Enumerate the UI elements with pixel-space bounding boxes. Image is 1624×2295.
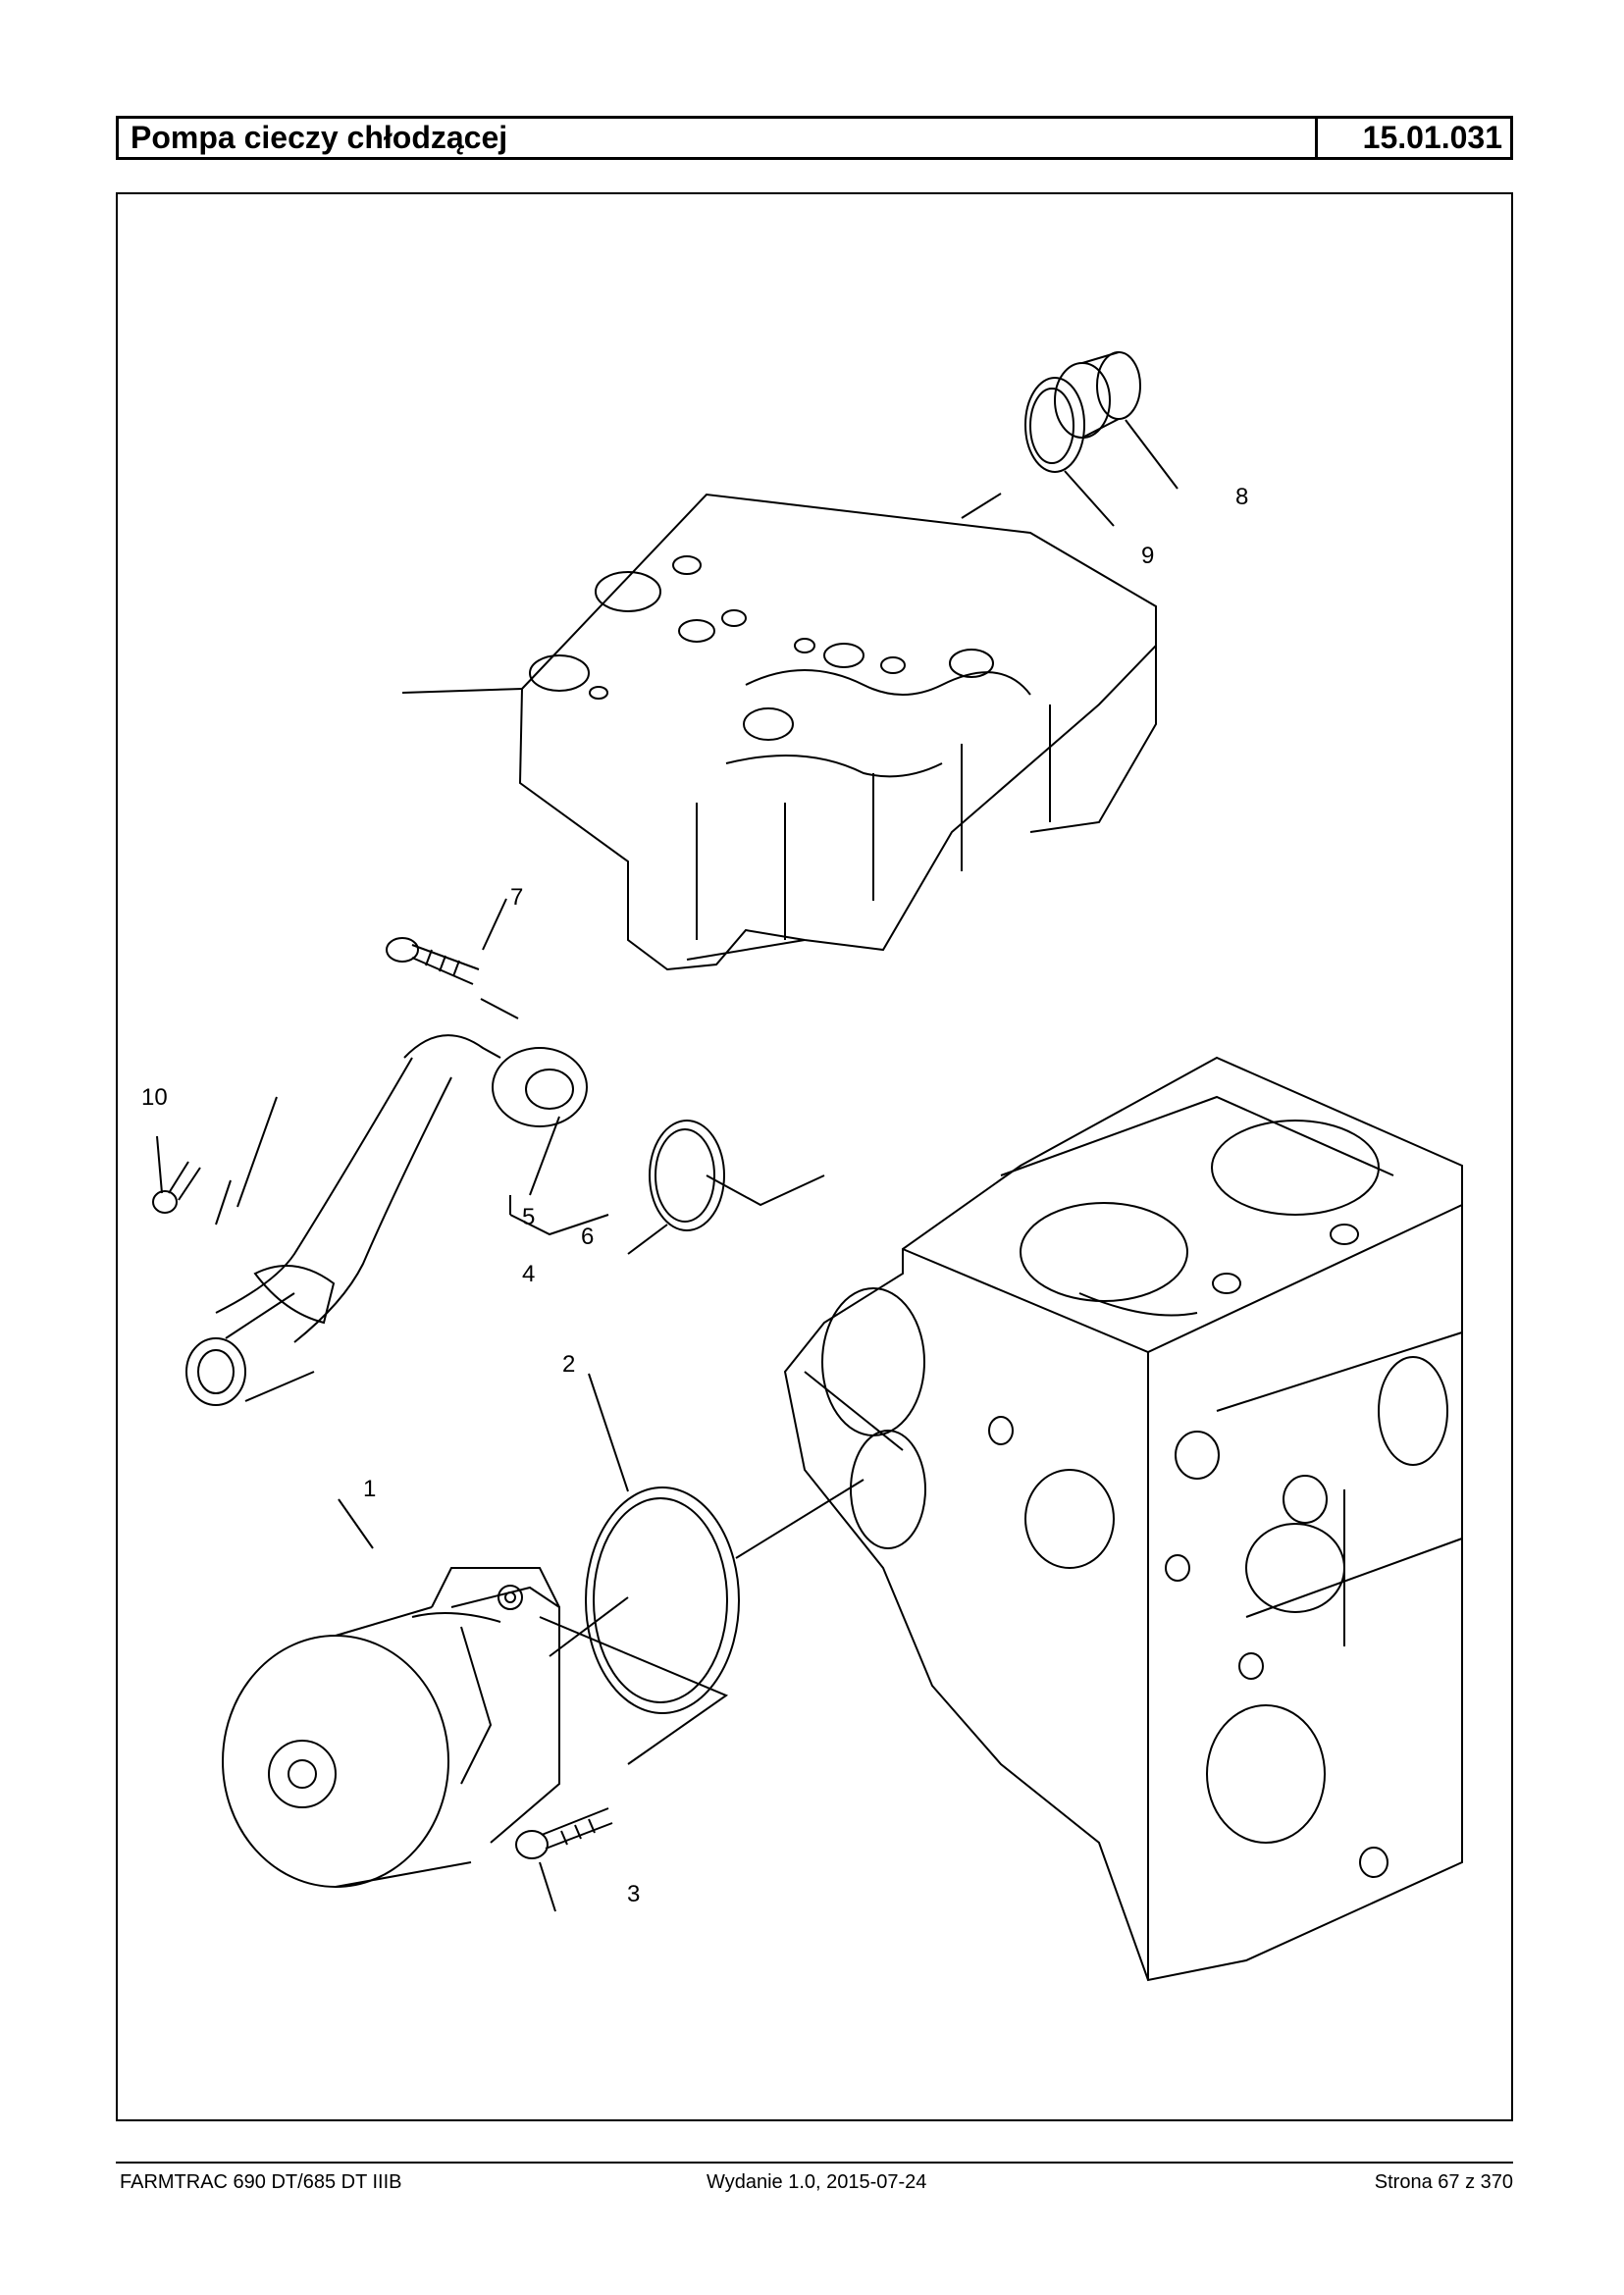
- footer-divider: [116, 2162, 1513, 2164]
- page-header: Pompa cieczy chłodzącej 15.01.031: [116, 116, 1513, 160]
- gasket-part-2: [549, 1373, 864, 1714]
- ring-part-9: [961, 377, 1115, 527]
- callout-3: 3: [627, 1881, 640, 1907]
- callout-1: 1: [363, 1476, 376, 1502]
- callout-2: 2: [562, 1351, 575, 1378]
- engine-block-drawing: [783, 1056, 1463, 1982]
- page-footer: FARMTRAC 690 DT/685 DT IIIB Wydanie 1.0,…: [116, 2171, 1513, 2201]
- callout-10: 10: [141, 1084, 168, 1111]
- cylinder-head-drawing: [401, 493, 1157, 971]
- diagram-frame: 1 2 3 4 5 6 7 8 9 10: [116, 192, 1513, 2121]
- callout-4: 4: [522, 1261, 535, 1287]
- section-code: 15.01.031: [1362, 120, 1502, 155]
- gasket-part-6: [627, 1120, 825, 1255]
- footer-model: FARMTRAC 690 DT/685 DT IIIB: [120, 2171, 402, 2193]
- footer-page-number: Strona 67 z 370: [1374, 2171, 1513, 2193]
- bolt-part-10: [152, 1135, 201, 1214]
- callout-7: 7: [510, 884, 523, 911]
- callout-9: 9: [1141, 543, 1154, 569]
- water-pipe-part-4: [185, 1034, 609, 1406]
- page-title: Pompa cieczy chłodzącej: [119, 119, 1318, 157]
- bolt-part-7: [386, 898, 519, 1019]
- callout-5: 5: [522, 1204, 535, 1230]
- water-pump-part-1: [222, 1498, 729, 1888]
- callout-6: 6: [581, 1224, 594, 1250]
- footer-edition: Wydanie 1.0, 2015-07-24: [707, 2171, 927, 2193]
- bolt-part-3: [515, 1807, 613, 1912]
- callout-8: 8: [1235, 484, 1248, 510]
- exploded-parts-diagram: 1 2 3 4 5 6 7 8 9 10: [141, 351, 1463, 1982]
